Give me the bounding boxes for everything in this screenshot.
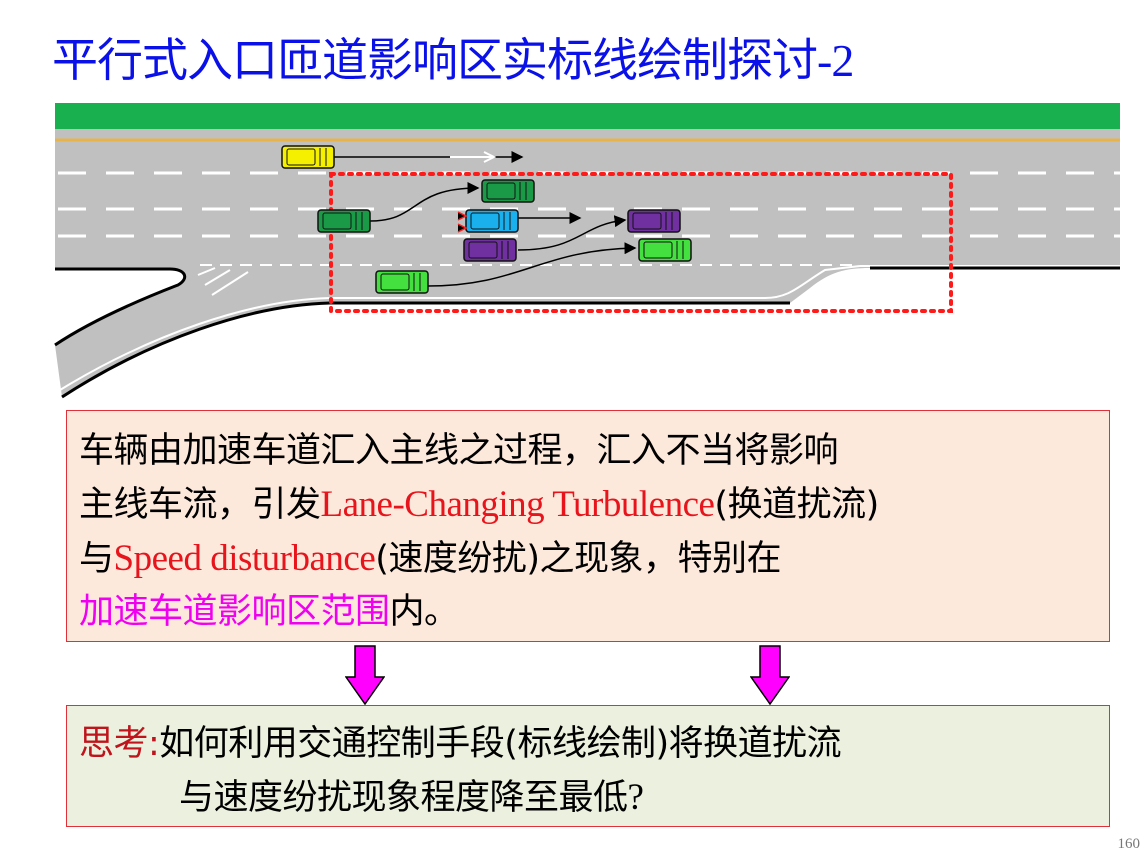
desc-text: (换道扰流): [714, 485, 879, 525]
car-blue-braking: [465, 209, 519, 233]
brake-mark-icon: [457, 211, 468, 233]
car-yellow: [281, 145, 335, 169]
car-purple-merging: [463, 238, 517, 262]
title-suffix: -2: [817, 35, 854, 86]
desc-text: (速度纷扰)之现象，特别在: [375, 539, 782, 579]
influence-zone-box: [329, 172, 953, 313]
desc-text: 内。: [389, 592, 460, 632]
question-mark: ?: [627, 777, 644, 818]
car-purple-target: [627, 209, 681, 233]
car-green-target: [481, 179, 535, 203]
question-label: 思考:: [79, 724, 160, 764]
question-line-2: 与速度纷扰现象程度降至最低?: [79, 771, 1109, 825]
desc-text: 主线车流，引发: [79, 485, 321, 525]
title-text: 平行式入口匝道影响区实标线绘制探讨: [52, 33, 818, 87]
question-box: 思考:如何利用交通控制手段(标线绘制)将换道扰流 与速度纷扰现象程度降至最低?: [66, 705, 1110, 827]
question-text: 与速度纷扰现象程度降至最低: [179, 778, 628, 818]
highlight-influence-zone: 加速车道影响区范围: [79, 592, 390, 632]
road-surface: [55, 129, 1120, 397]
merge-area-diagram: [54, 103, 1120, 399]
page-number: 160: [1117, 836, 1141, 852]
accel-lane-edge: [330, 265, 1120, 299]
term-speed-disturbance: Speed disturbance: [113, 538, 376, 579]
down-arrow-icon: [345, 645, 385, 705]
road-edges: [54, 266, 1120, 399]
median-strip: [55, 103, 1120, 129]
down-arrow-icon: [750, 645, 790, 705]
desc-text: 与: [79, 539, 114, 579]
car-lightgreen-ramp: [375, 270, 429, 294]
description-box: 车辆由加速车道汇入主线之过程，汇入不当将影响 主线车流，引发Lane-Chang…: [66, 410, 1110, 642]
white-hint-arrow: [450, 151, 497, 163]
question-text: 如何利用交通控制手段(标线绘制)将换道扰流: [159, 724, 842, 764]
desc-line-1: 车辆由加速车道汇入主线之过程，汇入不当将影响: [79, 431, 839, 471]
car-green-lane-change: [317, 209, 371, 233]
slide-title: 平行式入口匝道影响区实标线绘制探讨-2: [52, 24, 854, 90]
car-lightgreen-target: [638, 238, 692, 262]
desc-line-3: 与Speed disturbance(速度纷扰)之现象，特别在: [79, 532, 1109, 586]
desc-line-4: 加速车道影响区范围内。: [79, 586, 1109, 639]
gore-chevrons: [59, 267, 331, 391]
term-lane-changing-turbulence: Lane-Changing Turbulence: [320, 484, 715, 525]
question-line-1: 思考:如何利用交通控制手段(标线绘制)将换道扰流: [79, 718, 1109, 771]
desc-line-2: 主线车流，引发Lane-Changing Turbulence(换道扰流): [79, 478, 1109, 532]
